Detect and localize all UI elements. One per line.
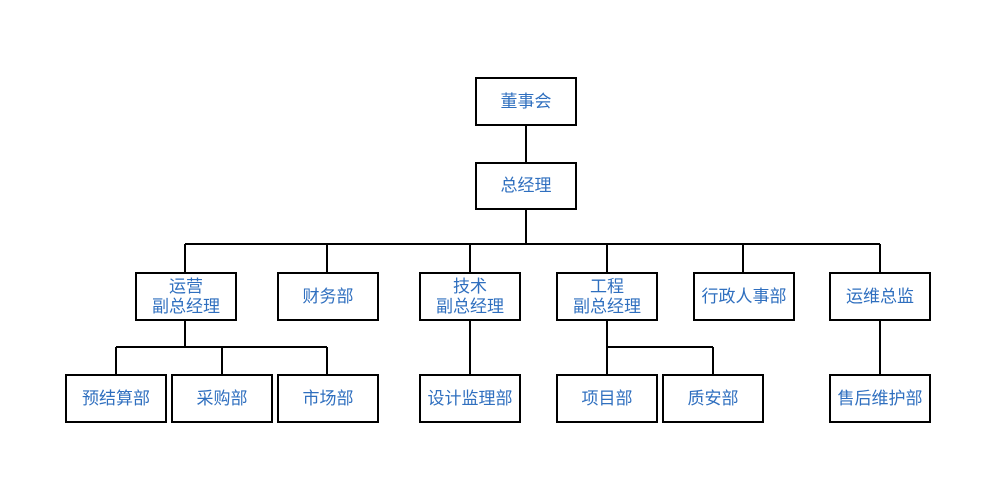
node-admin-hr-line-1: 行政人事部 <box>701 286 787 307</box>
node-ops-vp-line-1: 运营 <box>169 276 203 297</box>
node-purchasing: 采购部 <box>171 374 273 423</box>
node-projects-line-1: 项目部 <box>581 388 633 409</box>
node-ops-vp: 运营 副总经理 <box>135 272 237 321</box>
node-marketing-line-1: 市场部 <box>302 388 354 409</box>
node-finance: 财务部 <box>277 272 379 321</box>
node-budget-line-1: 预结算部 <box>82 388 150 409</box>
node-ops-director: 运维总监 <box>829 272 931 321</box>
node-purchasing-line-1: 采购部 <box>196 388 248 409</box>
node-tech-vp-line-1: 技术 <box>453 276 487 297</box>
node-quality-safety-line-1: 质安部 <box>687 388 739 409</box>
node-after-sales-line-1: 售后维护部 <box>837 388 923 409</box>
node-quality-safety: 质安部 <box>662 374 764 423</box>
node-admin-hr: 行政人事部 <box>693 272 795 321</box>
node-ops-vp-line-2: 副总经理 <box>152 296 220 317</box>
node-general-manager-line-1: 总经理 <box>500 176 552 196</box>
node-after-sales: 售后维护部 <box>829 374 931 423</box>
node-eng-vp: 工程 副总经理 <box>556 272 658 321</box>
node-eng-vp-line-1: 工程 <box>590 276 624 297</box>
node-board: 董事会 <box>475 77 577 126</box>
node-ops-director-line-1: 运维总监 <box>846 286 914 307</box>
node-general-manager: 总经理 <box>475 162 577 210</box>
node-tech-vp: 技术 副总经理 <box>419 272 521 321</box>
node-design-supervision: 设计监理部 <box>419 374 521 423</box>
node-budget: 预结算部 <box>65 374 167 423</box>
node-design-supervision-line-1: 设计监理部 <box>427 388 513 409</box>
node-projects: 项目部 <box>556 374 658 423</box>
node-finance-line-1: 财务部 <box>302 286 354 307</box>
node-eng-vp-line-2: 副总经理 <box>573 296 641 317</box>
node-board-line-1: 董事会 <box>500 91 552 112</box>
node-tech-vp-line-2: 副总经理 <box>436 296 504 317</box>
node-marketing: 市场部 <box>277 374 379 423</box>
